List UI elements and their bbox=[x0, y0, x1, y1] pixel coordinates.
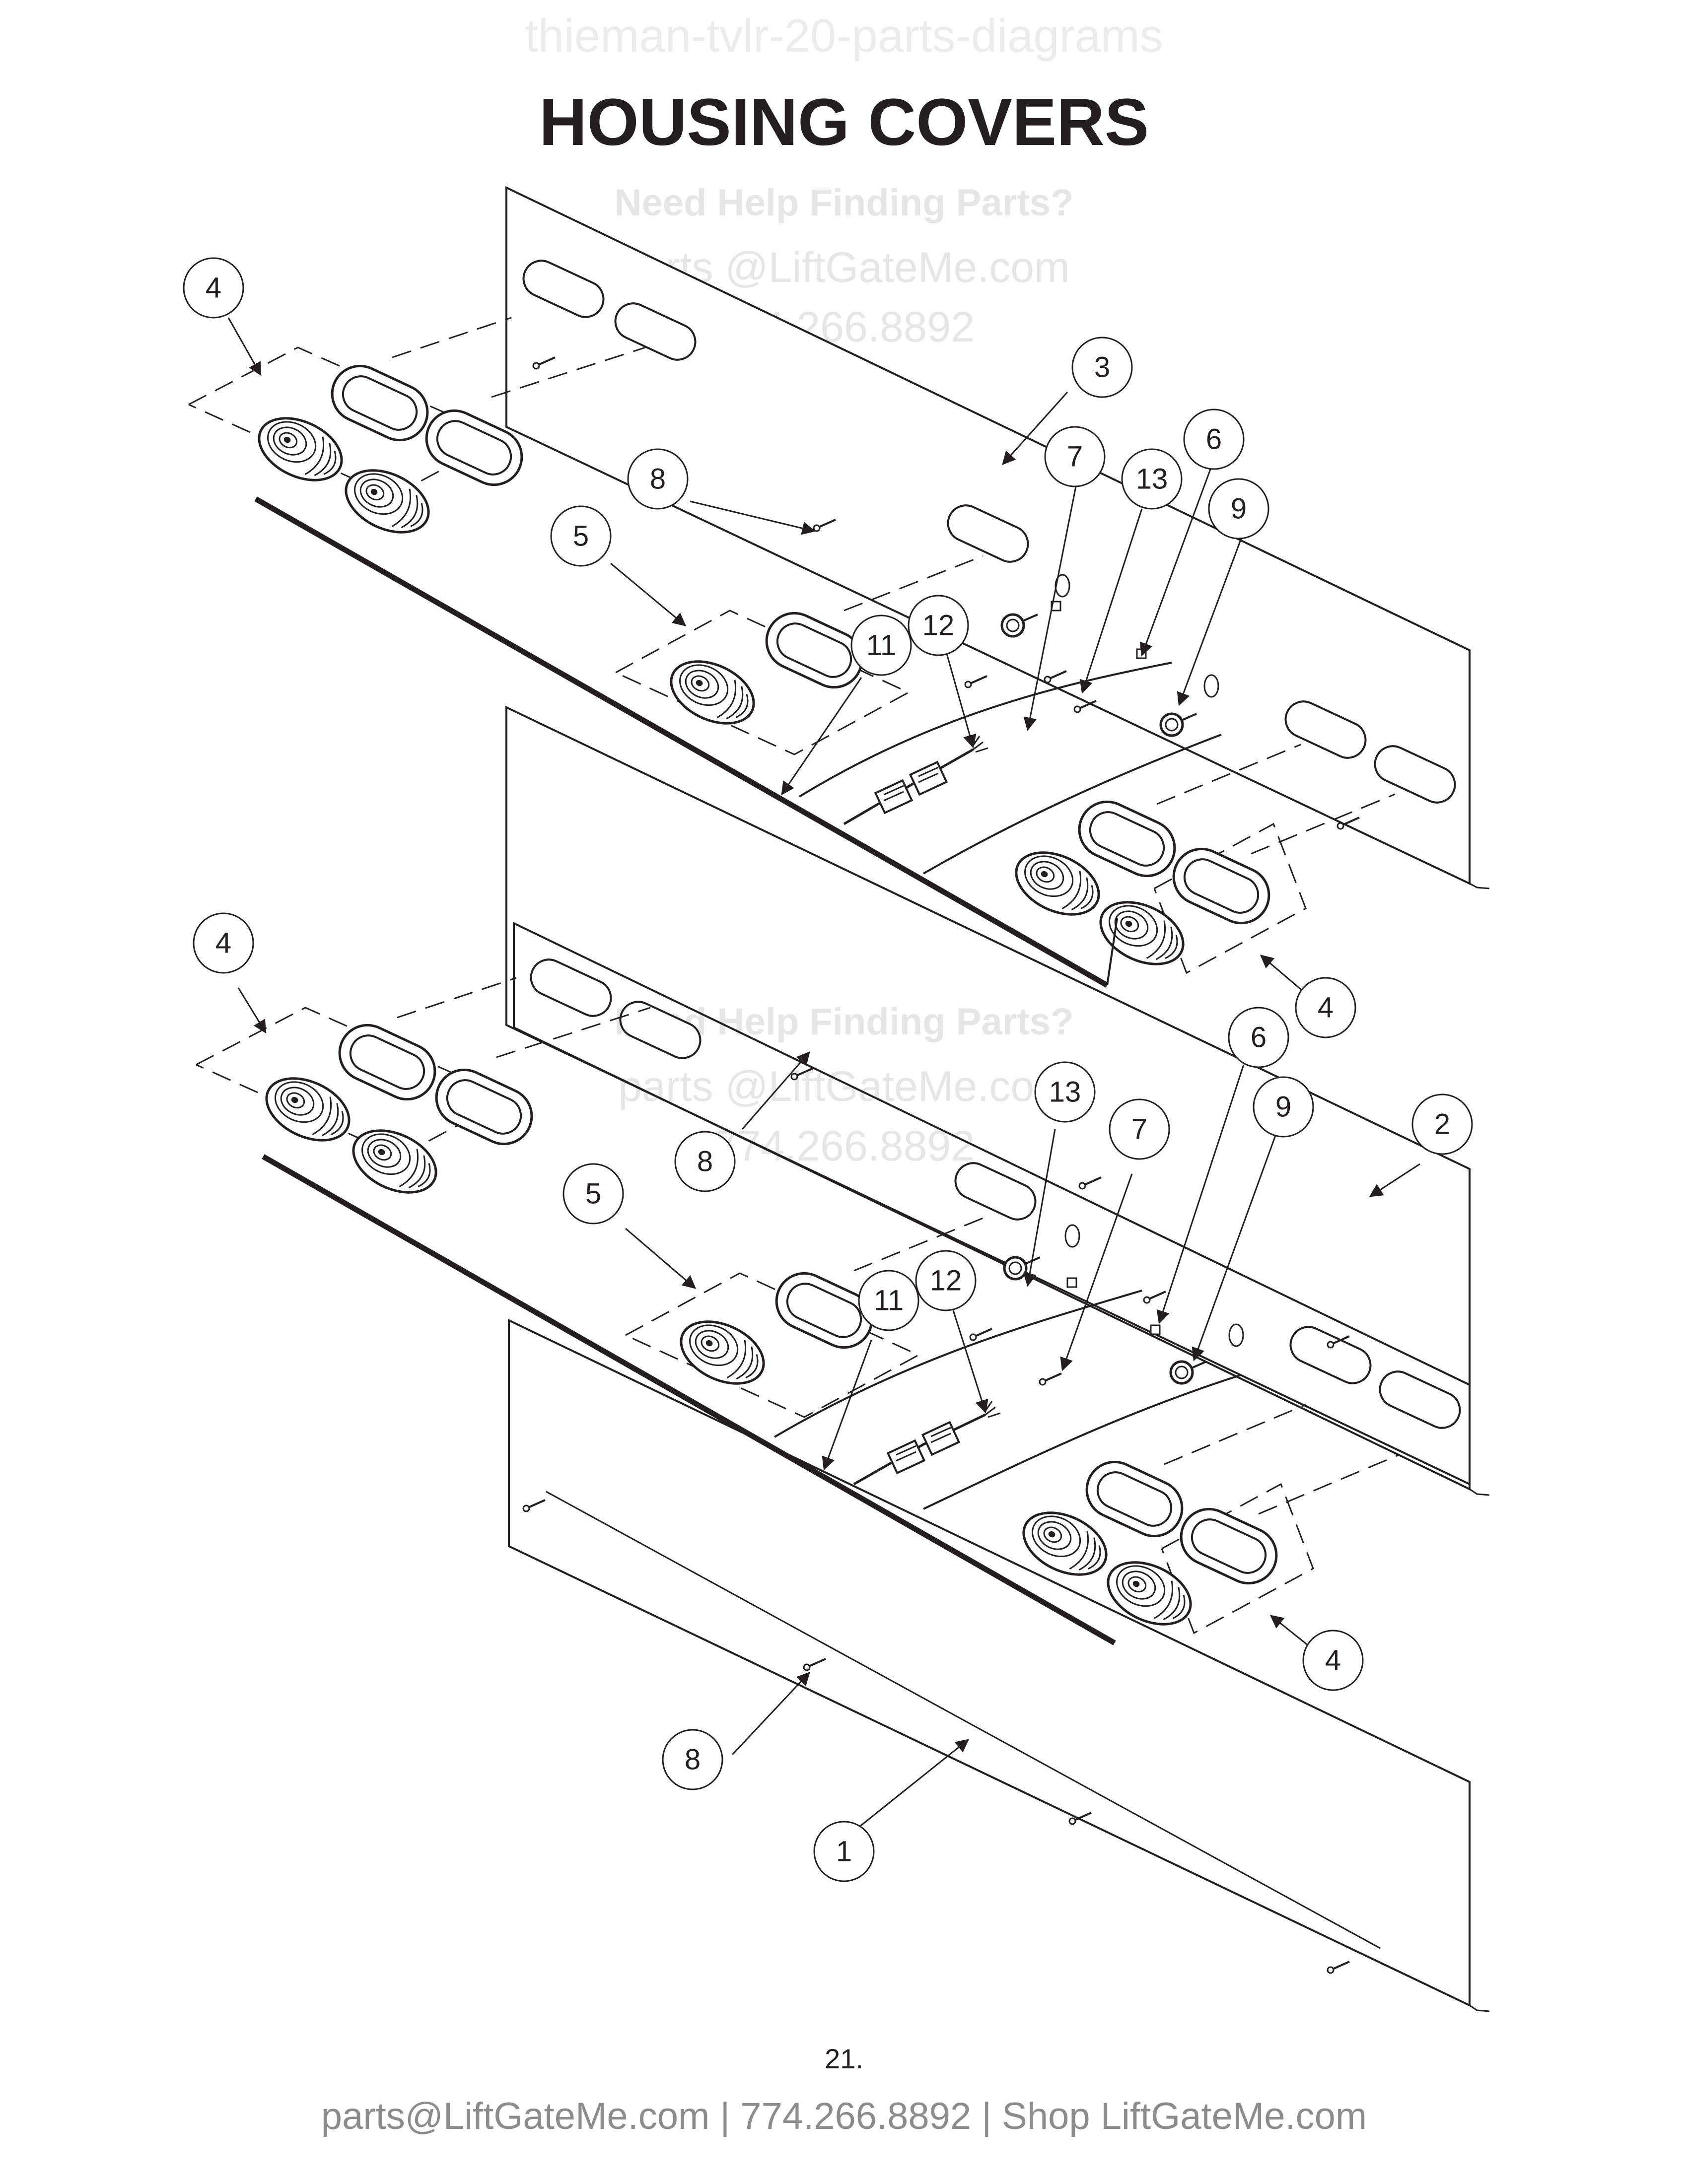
svg-text:7: 7 bbox=[1067, 441, 1083, 473]
svg-text:6: 6 bbox=[1206, 423, 1222, 456]
callouts-lower: 4 8 5 13 7 6 9 2 11 12 4 8 1 bbox=[193, 912, 1473, 1882]
callout-3: 3 bbox=[1071, 337, 1133, 398]
callout-7: 7 bbox=[1044, 426, 1106, 487]
svg-text:2: 2 bbox=[1434, 1108, 1450, 1141]
help-watermark-phone: 774.266.8892 bbox=[713, 1122, 975, 1170]
svg-text:8: 8 bbox=[685, 1744, 701, 1776]
callout-11: 11 bbox=[858, 1270, 919, 1331]
document-watermark: thieman-tvlr-20-parts-diagrams bbox=[525, 9, 1163, 62]
svg-text:7: 7 bbox=[1131, 1113, 1147, 1146]
svg-text:11: 11 bbox=[874, 1285, 904, 1317]
callout-6: 6 bbox=[1228, 1007, 1289, 1068]
footer-contact: parts@LiftGateMe.com | 774.266.8892 | Sh… bbox=[321, 2095, 1367, 2137]
svg-text:4: 4 bbox=[1325, 1644, 1341, 1677]
page-number: 21. bbox=[825, 2043, 863, 2074]
upper-assembly bbox=[188, 186, 1490, 1486]
svg-text:3: 3 bbox=[1094, 351, 1110, 384]
callout-7: 7 bbox=[1109, 1098, 1170, 1160]
help-watermark-heading: Need Help Finding Parts? bbox=[614, 182, 1074, 224]
callout-9: 9 bbox=[1208, 478, 1269, 540]
svg-text:1: 1 bbox=[836, 1836, 852, 1868]
callout-9: 9 bbox=[1253, 1076, 1314, 1138]
callout-6: 6 bbox=[1183, 409, 1245, 470]
wire-branch bbox=[798, 662, 1172, 798]
callout-8: 8 bbox=[627, 448, 689, 510]
callout-5: 5 bbox=[550, 505, 612, 567]
callout-1: 1 bbox=[813, 1821, 875, 1882]
callout-12: 12 bbox=[908, 595, 969, 656]
svg-text:13: 13 bbox=[1049, 1076, 1081, 1108]
svg-text:5: 5 bbox=[585, 1178, 601, 1210]
callout-4: 4 bbox=[193, 912, 254, 974]
svg-text:5: 5 bbox=[573, 520, 589, 552]
svg-text:8: 8 bbox=[697, 1146, 713, 1178]
callout-11: 11 bbox=[850, 614, 912, 676]
svg-text:9: 9 bbox=[1231, 493, 1247, 525]
svg-text:4: 4 bbox=[206, 272, 221, 304]
callout-8: 8 bbox=[674, 1131, 736, 1192]
callout-5: 5 bbox=[563, 1163, 624, 1225]
svg-text:12: 12 bbox=[922, 610, 955, 642]
callout-4: 4 bbox=[1302, 1630, 1364, 1691]
callout-2: 2 bbox=[1411, 1093, 1473, 1155]
callout-4: 4 bbox=[183, 257, 244, 319]
page-title: HOUSING COVERS bbox=[539, 85, 1149, 159]
svg-text:8: 8 bbox=[650, 463, 666, 495]
lower-assembly bbox=[196, 921, 1490, 2012]
wire-branch bbox=[922, 734, 1222, 875]
svg-text:4: 4 bbox=[1318, 992, 1334, 1024]
svg-text:12: 12 bbox=[930, 1265, 962, 1297]
svg-text:4: 4 bbox=[215, 927, 231, 959]
callout-13: 13 bbox=[1034, 1061, 1096, 1123]
help-watermark-email: parts @LiftGateMe.com bbox=[618, 1063, 1070, 1110]
callout-12: 12 bbox=[915, 1250, 977, 1311]
svg-text:11: 11 bbox=[866, 629, 896, 662]
callout-8: 8 bbox=[662, 1729, 723, 1790]
callout-4: 4 bbox=[1295, 977, 1356, 1038]
svg-text:9: 9 bbox=[1275, 1091, 1291, 1123]
svg-text:13: 13 bbox=[1136, 463, 1168, 495]
svg-text:6: 6 bbox=[1251, 1022, 1266, 1054]
callouts-upper: 4 3 8 5 7 13 6 9 11 12 4 bbox=[183, 257, 1356, 1038]
callout-13: 13 bbox=[1121, 448, 1183, 510]
